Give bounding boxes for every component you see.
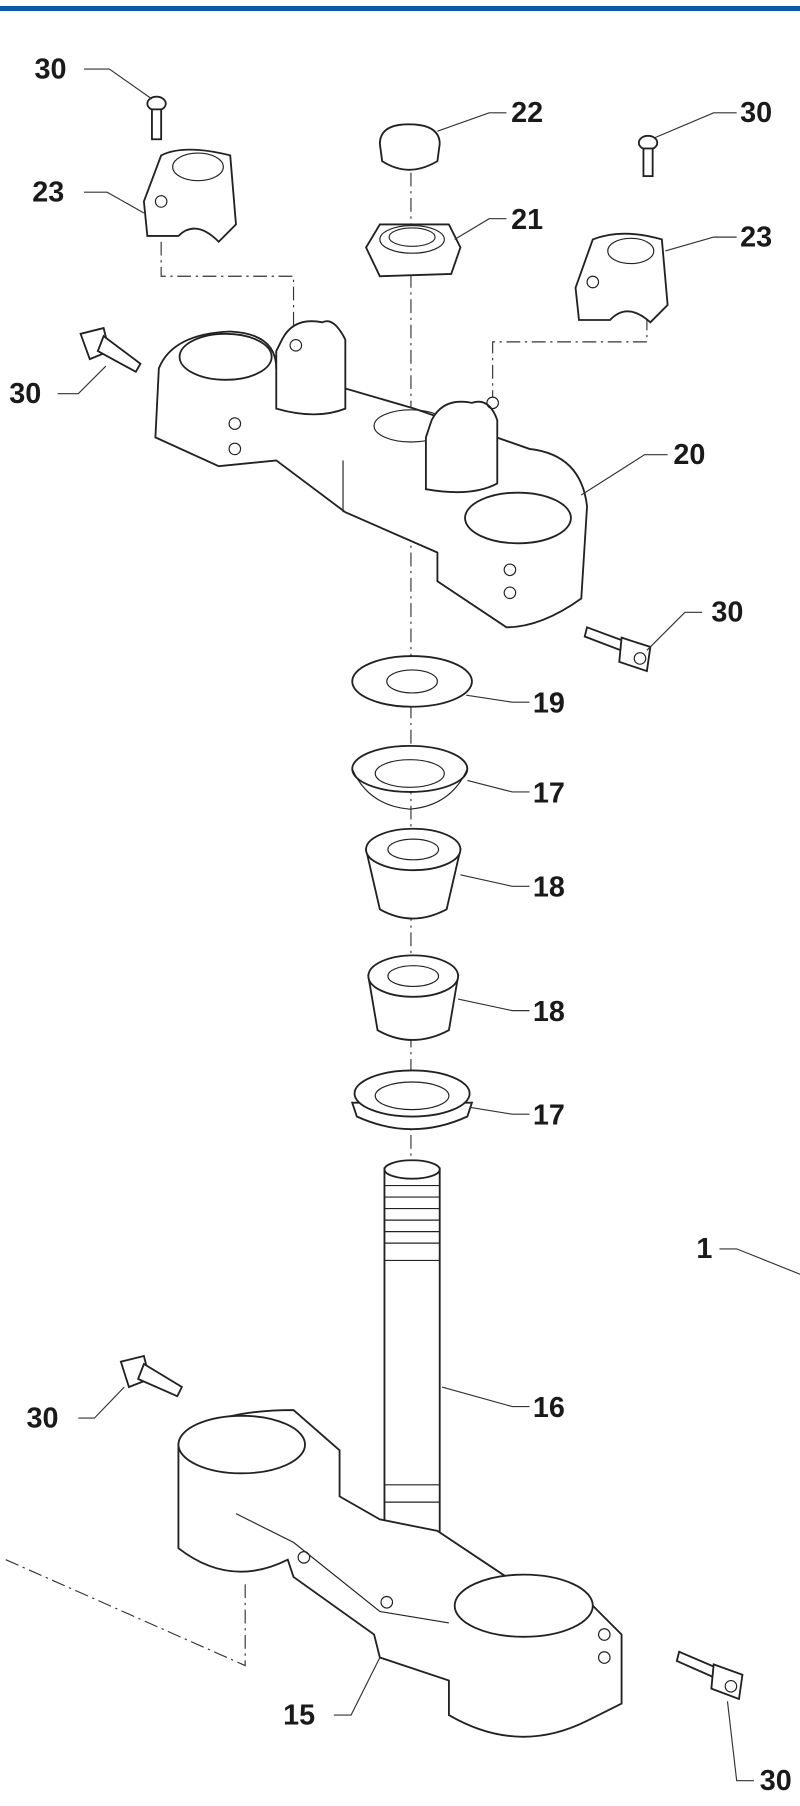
bearing-race-upper[interactable] [351,744,469,810]
callout-30: 30 [711,597,743,629]
handlebar-clamp-right[interactable] [574,232,669,324]
callout-23: 23 [32,176,64,208]
screw-top-left[interactable] [146,95,167,141]
cap[interactable] [378,123,441,171]
callout-30: 30 [35,53,67,85]
callout-23: 23 [740,221,772,253]
bolt-lower-right[interactable] [675,1650,744,1701]
callout-21: 21 [511,204,543,236]
bearing-race-lower[interactable] [350,1069,474,1130]
callout-17: 17 [533,1100,565,1132]
callout-16: 16 [533,1392,565,1424]
bolt-lower-left[interactable] [119,1354,184,1398]
callout-18: 18 [533,996,565,1028]
bolt-upper-right[interactable] [583,626,652,673]
callout-1: 1 [696,1233,712,1265]
callout-30: 30 [760,1765,792,1797]
steering-nut[interactable] [364,223,462,278]
upper-triple-clamp[interactable] [154,320,588,629]
screw-top-right[interactable] [637,134,659,178]
callout-19: 19 [533,688,565,720]
handlebar-clamp-left[interactable] [142,148,237,244]
steering-stem[interactable] [383,1159,441,1561]
header-accent-bar [0,6,800,11]
bearing-lower[interactable] [367,954,460,1041]
callout-18: 18 [533,872,565,904]
callout-30: 30 [9,378,41,410]
leader-lines [57,68,800,1782]
bearing-upper[interactable] [364,827,462,920]
callout-30: 30 [26,1402,58,1434]
callout-22: 22 [511,97,543,129]
lock-washer[interactable] [351,655,473,708]
callout-20: 20 [673,439,705,471]
callout-30: 30 [740,97,772,129]
callout-17: 17 [533,777,565,809]
callout-15: 15 [283,1699,315,1731]
lower-triple-clamp[interactable] [177,1409,623,1738]
bolt-upper-left[interactable] [79,326,142,374]
